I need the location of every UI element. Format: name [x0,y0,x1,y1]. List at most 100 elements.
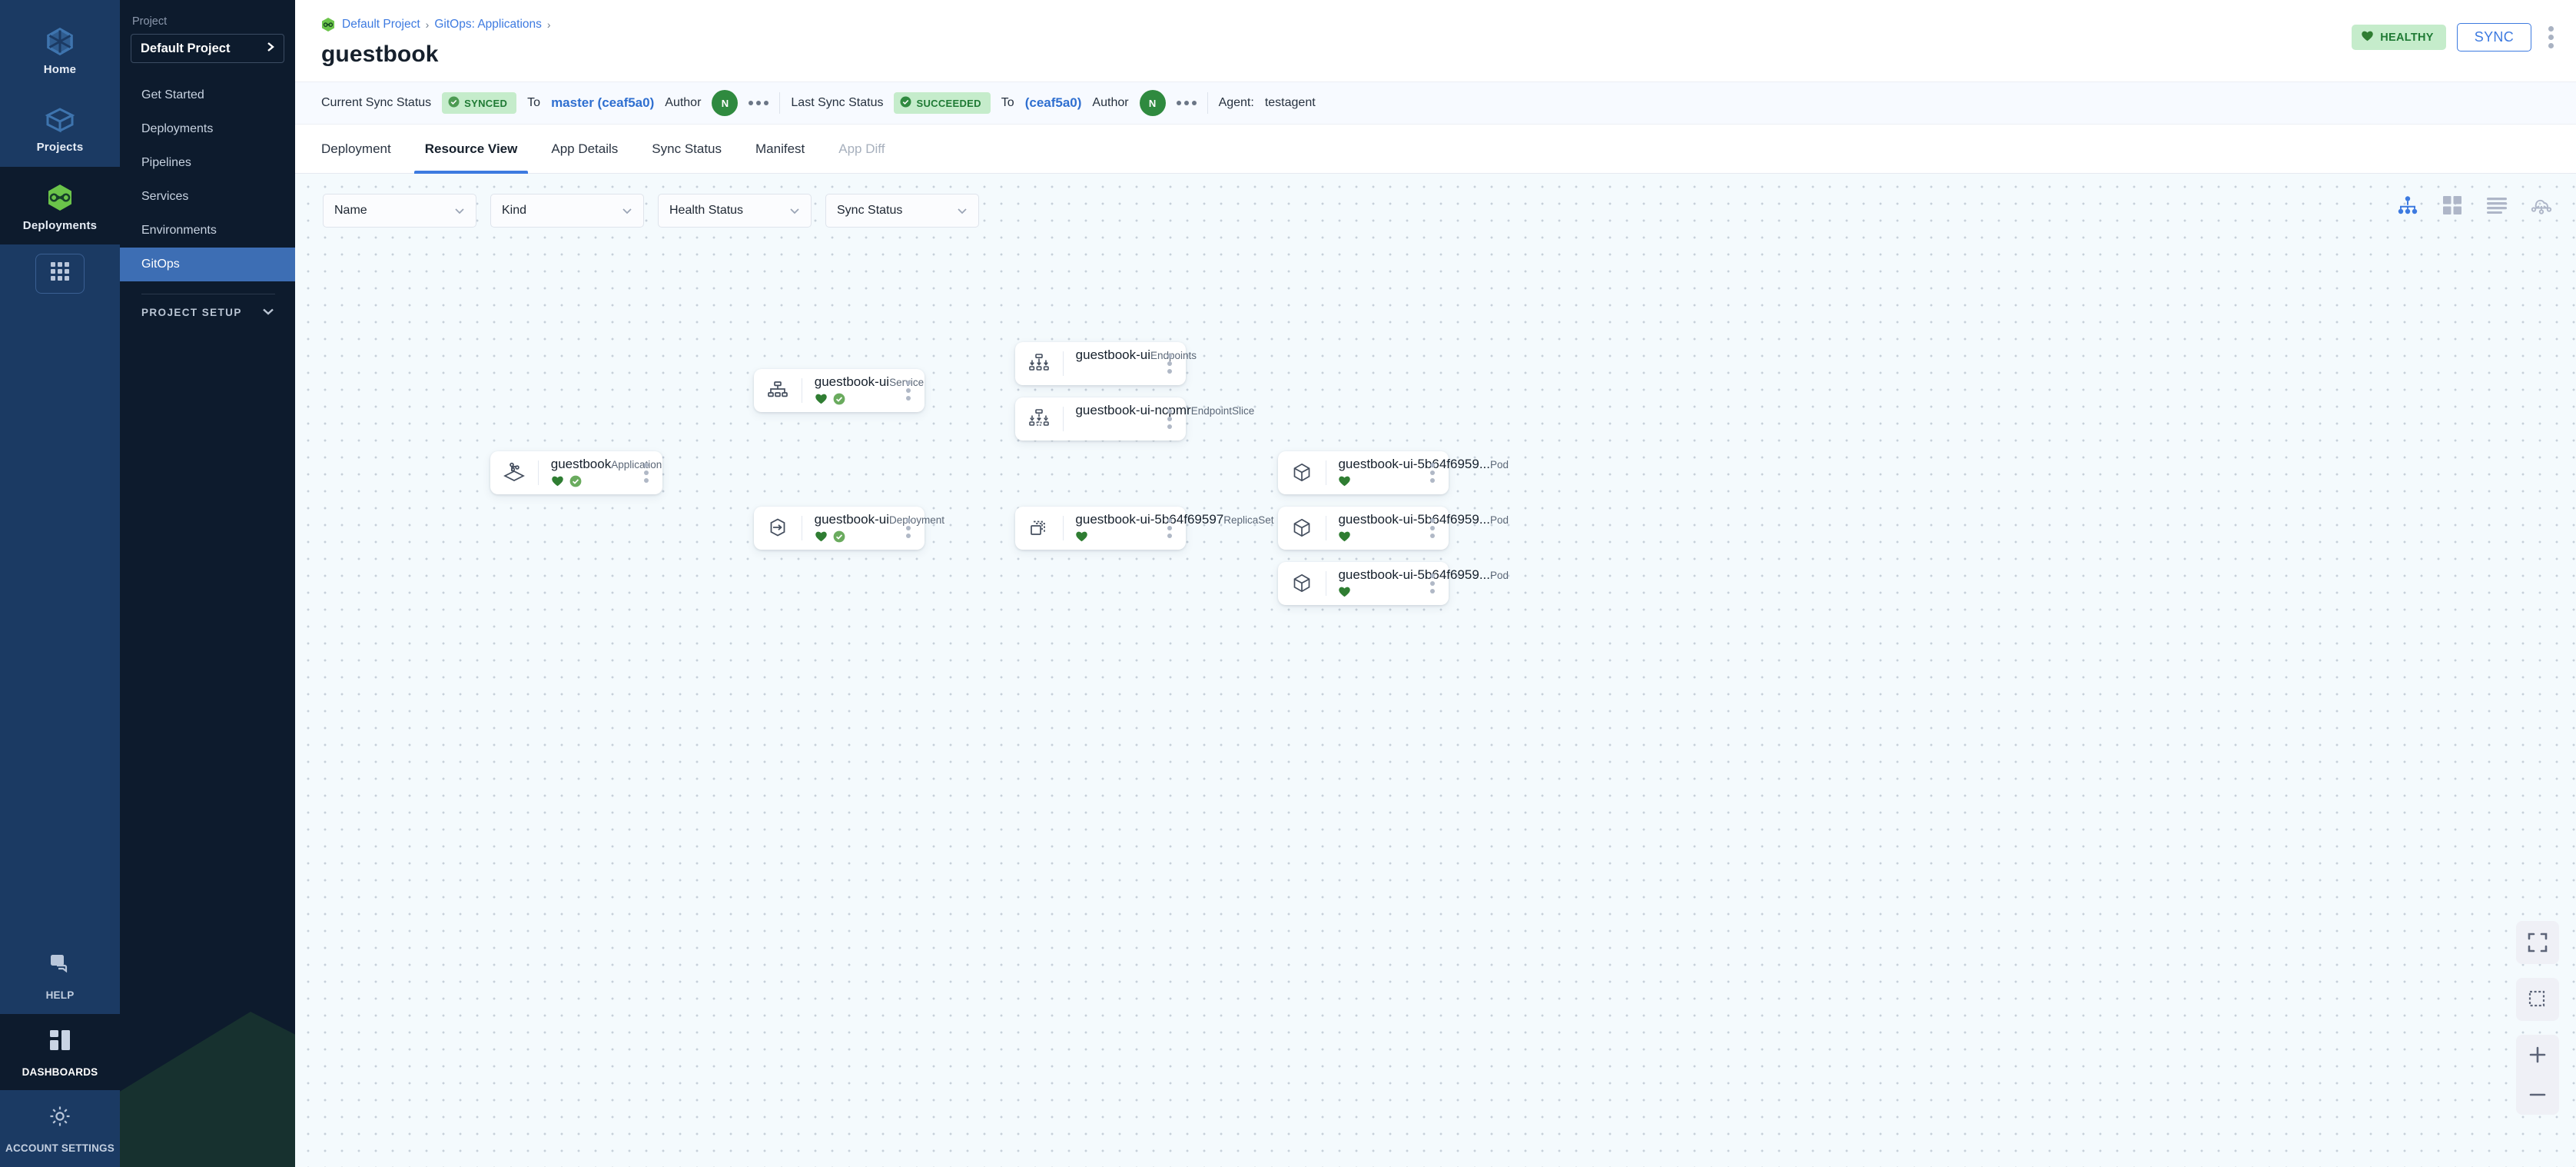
project-sidebar: Project Default Project Get Started Depl… [120,0,295,1167]
rail-item-help[interactable]: ? HELP [0,937,120,1014]
node-kebab-icon[interactable] [638,463,662,483]
agent-name: testagent [1264,96,1316,109]
node-body: guestbook-ui-5b64f69597ReplicaSet [1063,511,1274,545]
endpoints-icon [1015,352,1063,375]
fit-screen-icon[interactable] [2516,921,2559,964]
tree-view-icon[interactable] [2396,194,2419,217]
header-actions: HEALTHY SYNC [2352,23,2559,52]
breadcrumb-separator: › [546,18,551,31]
zoom-out-icon[interactable] [2516,1075,2559,1115]
heart-icon [1338,530,1351,546]
breadcrumb-separator: › [425,18,430,31]
grid-view-icon[interactable] [2441,194,2464,217]
sync-ok-icon [833,530,845,547]
filter-health-status[interactable]: Health Status [658,194,812,228]
node-kebab-icon[interactable] [1161,518,1186,538]
sidebar-section-label: Project [132,15,168,28]
graph-node-rs[interactable]: guestbook-ui-5b64f69597ReplicaSet [1015,507,1274,550]
network-cloud-view-icon[interactable] [2530,194,2553,217]
current-sync-overflow-icon[interactable] [749,101,769,105]
graph-node-ep[interactable]: guestbook-uiEndpoints [1015,342,1197,385]
node-kebab-icon[interactable] [1424,518,1449,538]
chevron-down-icon [261,307,275,318]
project-selector-button[interactable]: Default Project [131,34,284,63]
rail-item-dashboards[interactable]: DASHBOARDS [0,1013,120,1091]
rail-item-account-settings[interactable]: ACCOUNT SETTINGS [0,1090,120,1167]
canvas-zoom-controls [2516,921,2559,1115]
status-badge-label: HEALTHY [2380,31,2434,44]
node-kind: Pod [1490,514,1509,526]
sidebar-item-get-started[interactable]: Get Started [141,88,204,101]
pod-icon [1278,461,1326,484]
heart-icon [2361,30,2374,45]
page-header: Default Project › GitOps: Applications ›… [295,0,2576,68]
last-sync-revision-link[interactable]: (ceaf5a0) [1024,95,1082,110]
graph-node-pod1[interactable]: guestbook-ui-5b64f6959...Pod [1278,451,1509,494]
node-kind: Pod [1490,569,1509,581]
graph-node-pod2[interactable]: guestbook-ui-5b64f6959...Pod [1278,507,1509,550]
node-kebab-icon[interactable] [1161,409,1186,429]
sync-status-bar: Current Sync Status SYNCED To master (ce… [295,81,2576,125]
node-body: guestbook-ui-5b64f6959...Pod [1326,567,1509,600]
rail-item-projects[interactable]: Projects [0,88,120,166]
list-view-icon[interactable] [2485,194,2508,217]
resource-graph-canvas[interactable]: Name Kind Health Status [295,174,2576,1167]
node-body: guestbook-uiEndpoints [1064,347,1197,381]
tab-resource-view[interactable]: Resource View [408,125,535,174]
sidebar-item-environments[interactable]: Environments [141,224,217,237]
filter-kind[interactable]: Kind [490,194,644,228]
sidebar-item-deployments[interactable]: Deployments [141,122,214,135]
sidebar-item-pipelines[interactable]: Pipelines [141,156,191,169]
graph-node-layer: guestbookApplication guestbook-uiService g… [295,174,2576,1167]
sidebar-item-services[interactable]: Services [141,190,189,203]
zoom-in-icon[interactable] [2516,1035,2559,1075]
heart-icon [1338,475,1351,490]
pod-icon [1278,517,1326,540]
node-kebab-icon[interactable] [1424,574,1449,593]
tab-manifest[interactable]: Manifest [755,141,805,156]
endpointslice-icon [1015,407,1063,431]
sidebar-project-setup-toggle[interactable]: PROJECT SETUP [120,294,295,318]
rail-item-home[interactable]: Home [0,11,120,88]
node-status-badges [1338,531,1419,545]
graph-node-pod3[interactable]: guestbook-ui-5b64f6959...Pod [1278,562,1509,605]
apps-grid-button[interactable] [35,253,85,294]
graph-node-app[interactable]: guestbookApplication [490,451,662,494]
last-sync-author-label: Author [1092,96,1129,109]
node-name: guestbook [550,456,612,471]
graph-node-dep[interactable]: guestbook-uiDeployment [754,507,944,550]
tab-deployment[interactable]: Deployment [321,141,391,156]
node-kebab-icon[interactable] [900,518,925,538]
check-circle-icon [448,96,460,110]
node-kind: ReplicaSet [1223,514,1274,526]
node-kebab-icon[interactable] [900,381,925,401]
graph-node-eps[interactable]: guestbook-ui-ncpmrEndpointSlice [1015,397,1254,441]
filter-sync-status[interactable]: Sync Status [825,194,979,228]
rail-item-label: Home [43,63,77,76]
node-status-badges [815,530,895,547]
sync-button[interactable]: SYNC [2456,23,2531,52]
current-sync-revision-link[interactable]: master (ceaf5a0) [551,95,655,110]
filter-kind-label: Kind [502,204,527,217]
last-sync-overflow-icon[interactable] [1176,101,1197,105]
rail-item-deployments[interactable]: Deployments [0,166,120,244]
sidebar-nav: Get Started Deployments Pipelines Servic… [120,78,295,281]
sidebar-item-gitops[interactable]: GitOps [120,248,295,281]
tab-app-details[interactable]: App Details [551,141,619,156]
svg-text:?: ? [55,956,60,966]
rail-item-label: DASHBOARDS [22,1066,98,1078]
select-box-icon[interactable] [2516,978,2559,1021]
sync-ok-icon [833,393,845,409]
graph-node-svc[interactable]: guestbook-uiService [754,369,925,412]
node-kebab-icon[interactable] [1424,463,1449,483]
breadcrumb-item-gitops-applications[interactable]: GitOps: Applications [434,18,542,31]
tab-sync-status[interactable]: Sync Status [652,141,722,156]
filter-name[interactable]: Name [323,194,476,228]
apps-grid-wrapper [0,244,120,294]
breadcrumb-item-default-project[interactable]: Default Project [342,18,420,31]
node-kebab-icon[interactable] [1161,354,1186,374]
apps-grid-icon [50,261,70,285]
kebab-vertical-icon[interactable] [2542,26,2559,48]
breadcrumb-logo-icon [321,17,335,32]
